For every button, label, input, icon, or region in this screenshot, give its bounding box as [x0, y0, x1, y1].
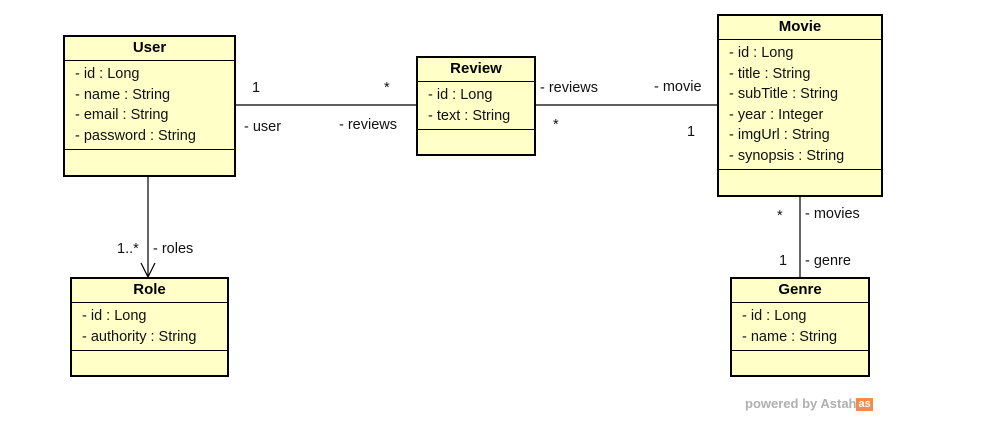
role-label: - reviews — [339, 117, 398, 133]
attribute-compartment: - id : Long - name : String - email : St… — [65, 61, 234, 150]
attribute-compartment: - id : Long - text : String — [418, 82, 534, 130]
role-label: - movie — [654, 79, 702, 95]
class-name: Review — [418, 58, 534, 82]
attribute: - text : String — [428, 107, 511, 124]
multiplicity-label: * — [384, 80, 390, 96]
watermark-text: powered by Astah — [745, 396, 857, 411]
operation-compartment — [65, 150, 234, 160]
multiplicity-label: 1 — [252, 80, 261, 96]
attribute: - id : Long — [82, 308, 147, 324]
attribute-compartment: - id : Long - authority : String — [72, 303, 227, 351]
attribute: - authority : String — [82, 328, 197, 345]
class-role[interactable]: Role - id : Long - authority : String — [70, 277, 229, 377]
class-name: User — [65, 37, 234, 61]
attribute: - id : Long — [75, 66, 140, 82]
attribute: - id : Long — [742, 308, 807, 324]
multiplicity-label: * — [553, 117, 559, 133]
multiplicity-label: * — [777, 208, 783, 224]
role-label: - user — [244, 119, 282, 135]
attribute: - password : String — [75, 127, 196, 144]
class-name: Movie — [719, 16, 881, 40]
operation-compartment — [719, 170, 881, 180]
attribute: - id : Long — [428, 87, 493, 103]
role-label: - reviews — [540, 80, 599, 96]
class-name: Role — [72, 279, 227, 303]
role-label: - genre — [805, 253, 851, 269]
class-movie[interactable]: Movie - id : Long - title : String - sub… — [717, 14, 883, 197]
attribute-compartment: - id : Long - name : String — [732, 303, 868, 351]
attribute-compartment: - id : Long - title : String - subTitle … — [719, 40, 881, 170]
attribute: - year : Integer — [729, 106, 824, 123]
class-review[interactable]: Review - id : Long - text : String — [416, 56, 536, 156]
attribute: - synopsis : String — [729, 147, 845, 164]
attribute: - subTitle : String — [729, 86, 839, 102]
attribute: - name : String — [75, 86, 171, 103]
astah-logo-icon: as — [856, 398, 873, 412]
multiplicity-label: 1..* — [117, 241, 139, 257]
attribute: - email : String — [75, 107, 169, 123]
operation-compartment — [732, 351, 868, 361]
operation-compartment — [72, 351, 227, 361]
attribute: - name : String — [742, 328, 838, 345]
multiplicity-label: 1 — [687, 124, 696, 140]
operation-compartment — [418, 130, 534, 140]
class-genre[interactable]: Genre - id : Long - name : String — [730, 277, 870, 377]
attribute: - id : Long — [729, 45, 794, 61]
class-user[interactable]: User - id : Long - name : String - email… — [63, 35, 236, 177]
multiplicity-label: 1 — [779, 253, 788, 269]
attribute: - title : String — [729, 65, 811, 82]
role-label: - movies — [805, 206, 860, 222]
attribute: - imgUrl : String — [729, 127, 830, 143]
class-name: Genre — [732, 279, 868, 303]
role-label: - roles — [153, 241, 194, 257]
